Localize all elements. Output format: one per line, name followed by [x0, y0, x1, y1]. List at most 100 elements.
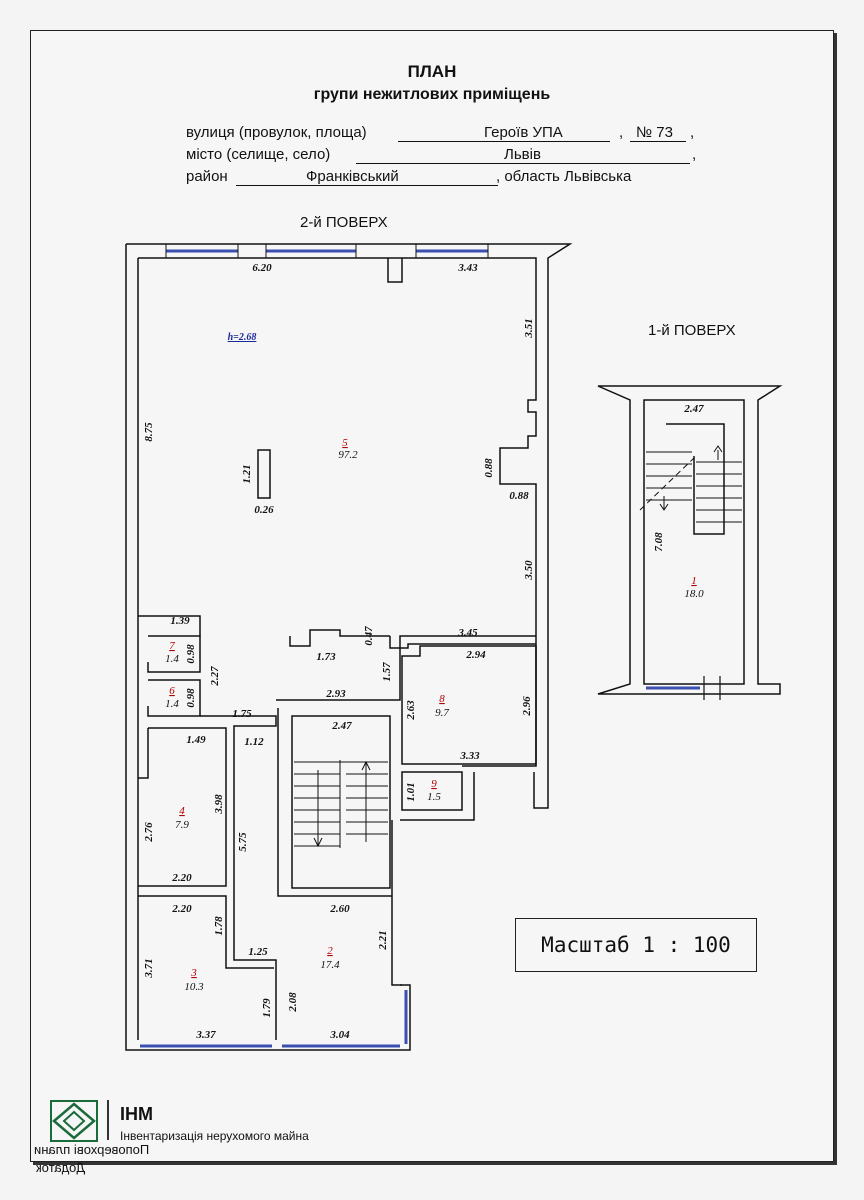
dim-label: 7.08: [653, 532, 665, 552]
dim-label: 2.93: [325, 688, 346, 700]
district-value: Франківський: [306, 168, 399, 185]
inner-wall: [138, 257, 537, 767]
column: [257, 449, 271, 499]
room-3-wall: [138, 895, 274, 969]
room-number: 2: [327, 945, 333, 957]
dim-label: 1.25: [248, 946, 268, 958]
dim-label: 1.12: [244, 736, 264, 748]
city-comma: ,: [692, 146, 697, 163]
inm-logo-icon: [50, 1100, 98, 1142]
logo-name: Інвентаризація нерухомого майна: [120, 1129, 309, 1143]
floor-1-label: 1-й ПОВЕРХ: [648, 322, 736, 339]
city-value: Львів: [504, 146, 541, 163]
staircase-2: [294, 760, 388, 848]
dim-label: 2.20: [171, 903, 192, 915]
floor-1-walls: [597, 385, 783, 695]
dim-label: 1.57: [381, 662, 393, 682]
room-number: 4: [179, 805, 185, 817]
floor-2-label: 2-й ПОВЕРХ: [300, 214, 388, 231]
room-8-wall: [401, 645, 537, 765]
dim-label: 1.21: [241, 464, 253, 483]
dim-label: 2.27: [209, 666, 221, 687]
dim-label: 3.51: [523, 318, 535, 338]
dim-label: 2.47: [331, 720, 352, 732]
dim-label: 0.47: [363, 626, 375, 646]
room-area: 1.4: [165, 698, 179, 710]
room-area: 97.2: [338, 449, 358, 461]
wall-niche: [387, 258, 403, 283]
room-number: 9: [431, 778, 437, 790]
dim-label: 0.98: [185, 688, 197, 708]
room-area: 7.9: [175, 819, 189, 831]
house-number: № 73: [636, 124, 673, 141]
room-4-wall: [138, 727, 227, 887]
dim-label: 1.49: [186, 734, 206, 746]
district-label: район: [186, 168, 228, 185]
room-9-wall: [401, 771, 463, 811]
scale-label: Масштаб 1 : 100: [515, 918, 757, 972]
dim-label: 1.01: [405, 782, 417, 801]
dim-label: 2.60: [329, 903, 350, 915]
height-label: h=2.68: [228, 332, 257, 343]
room-area: 9.7: [435, 707, 449, 719]
dim-label: 1.78: [213, 916, 225, 936]
dim-label: 1.75: [232, 708, 252, 720]
dim-label: 0.26: [254, 504, 274, 516]
hall-wall: [200, 715, 277, 1040]
outer-wall: [126, 243, 573, 809]
step-block: [289, 629, 390, 647]
room-wall: [138, 615, 201, 636]
dim-label: 3.33: [459, 750, 480, 762]
room-7-wall: [147, 635, 201, 673]
dim-label: 2.47: [683, 403, 704, 415]
dim-label: 1.39: [170, 615, 190, 627]
hall-wall: [276, 643, 536, 701]
room-area: 17.4: [320, 959, 340, 971]
room-number: 7: [169, 640, 175, 652]
dim-label: 0.98: [185, 644, 197, 664]
room-number: 1: [691, 575, 697, 587]
room-4-wall: [138, 728, 149, 779]
windows-2: [140, 249, 488, 1048]
room-number: 6: [169, 685, 175, 697]
dim-label: 6.20: [252, 262, 272, 274]
dim-label: 3.43: [457, 262, 478, 274]
room-area: 1.5: [427, 791, 441, 803]
dim-label: 5.75: [237, 832, 249, 852]
stair-wall: [291, 715, 391, 889]
dim-label: 3.37: [195, 1029, 216, 1041]
plan-subtitle: групи нежитлових приміщень: [313, 86, 551, 103]
room-area: 1.4: [165, 653, 179, 665]
room-number: 5: [342, 437, 348, 449]
stair-wall: [277, 708, 392, 897]
room-wall: [391, 820, 402, 986]
room-wall: [400, 772, 475, 821]
dim-label: 2.20: [171, 872, 192, 884]
dim-label: 0.88: [509, 490, 529, 502]
staircase-1: [639, 445, 742, 523]
dim-label: 2.63: [405, 700, 417, 721]
logo-abbr: ІНМ: [120, 1104, 153, 1124]
dim-label: 2.08: [287, 992, 299, 1013]
logo-divider: [107, 1100, 109, 1140]
outer-wall: [125, 244, 411, 1051]
dim-label: 2.96: [521, 696, 533, 717]
dim-label: 3.71: [143, 958, 155, 978]
dim-label: 1.73: [316, 651, 336, 663]
mirrored-appendix: Додаток: [36, 1160, 86, 1175]
plan-title: ПЛАН: [407, 62, 457, 81]
street-value: Героїв УПА: [484, 124, 563, 141]
street-label: вулиця (провулок, площа): [186, 124, 367, 141]
dim-label: 8.75: [143, 422, 155, 442]
room-area: 18.0: [684, 588, 704, 600]
mirrored-caption: Поповерхові плани: [34, 1142, 150, 1157]
dim-label: 1.79: [261, 998, 273, 1018]
dim-label: 2.94: [465, 649, 486, 661]
dim-label: 3.50: [523, 560, 535, 581]
region-value: , область Львівська: [496, 168, 632, 185]
street-comma: ,: [619, 124, 624, 141]
dim-label: 0.88: [483, 458, 495, 478]
dim-label: 3.04: [329, 1029, 350, 1041]
dim-label: 2.21: [377, 930, 389, 950]
